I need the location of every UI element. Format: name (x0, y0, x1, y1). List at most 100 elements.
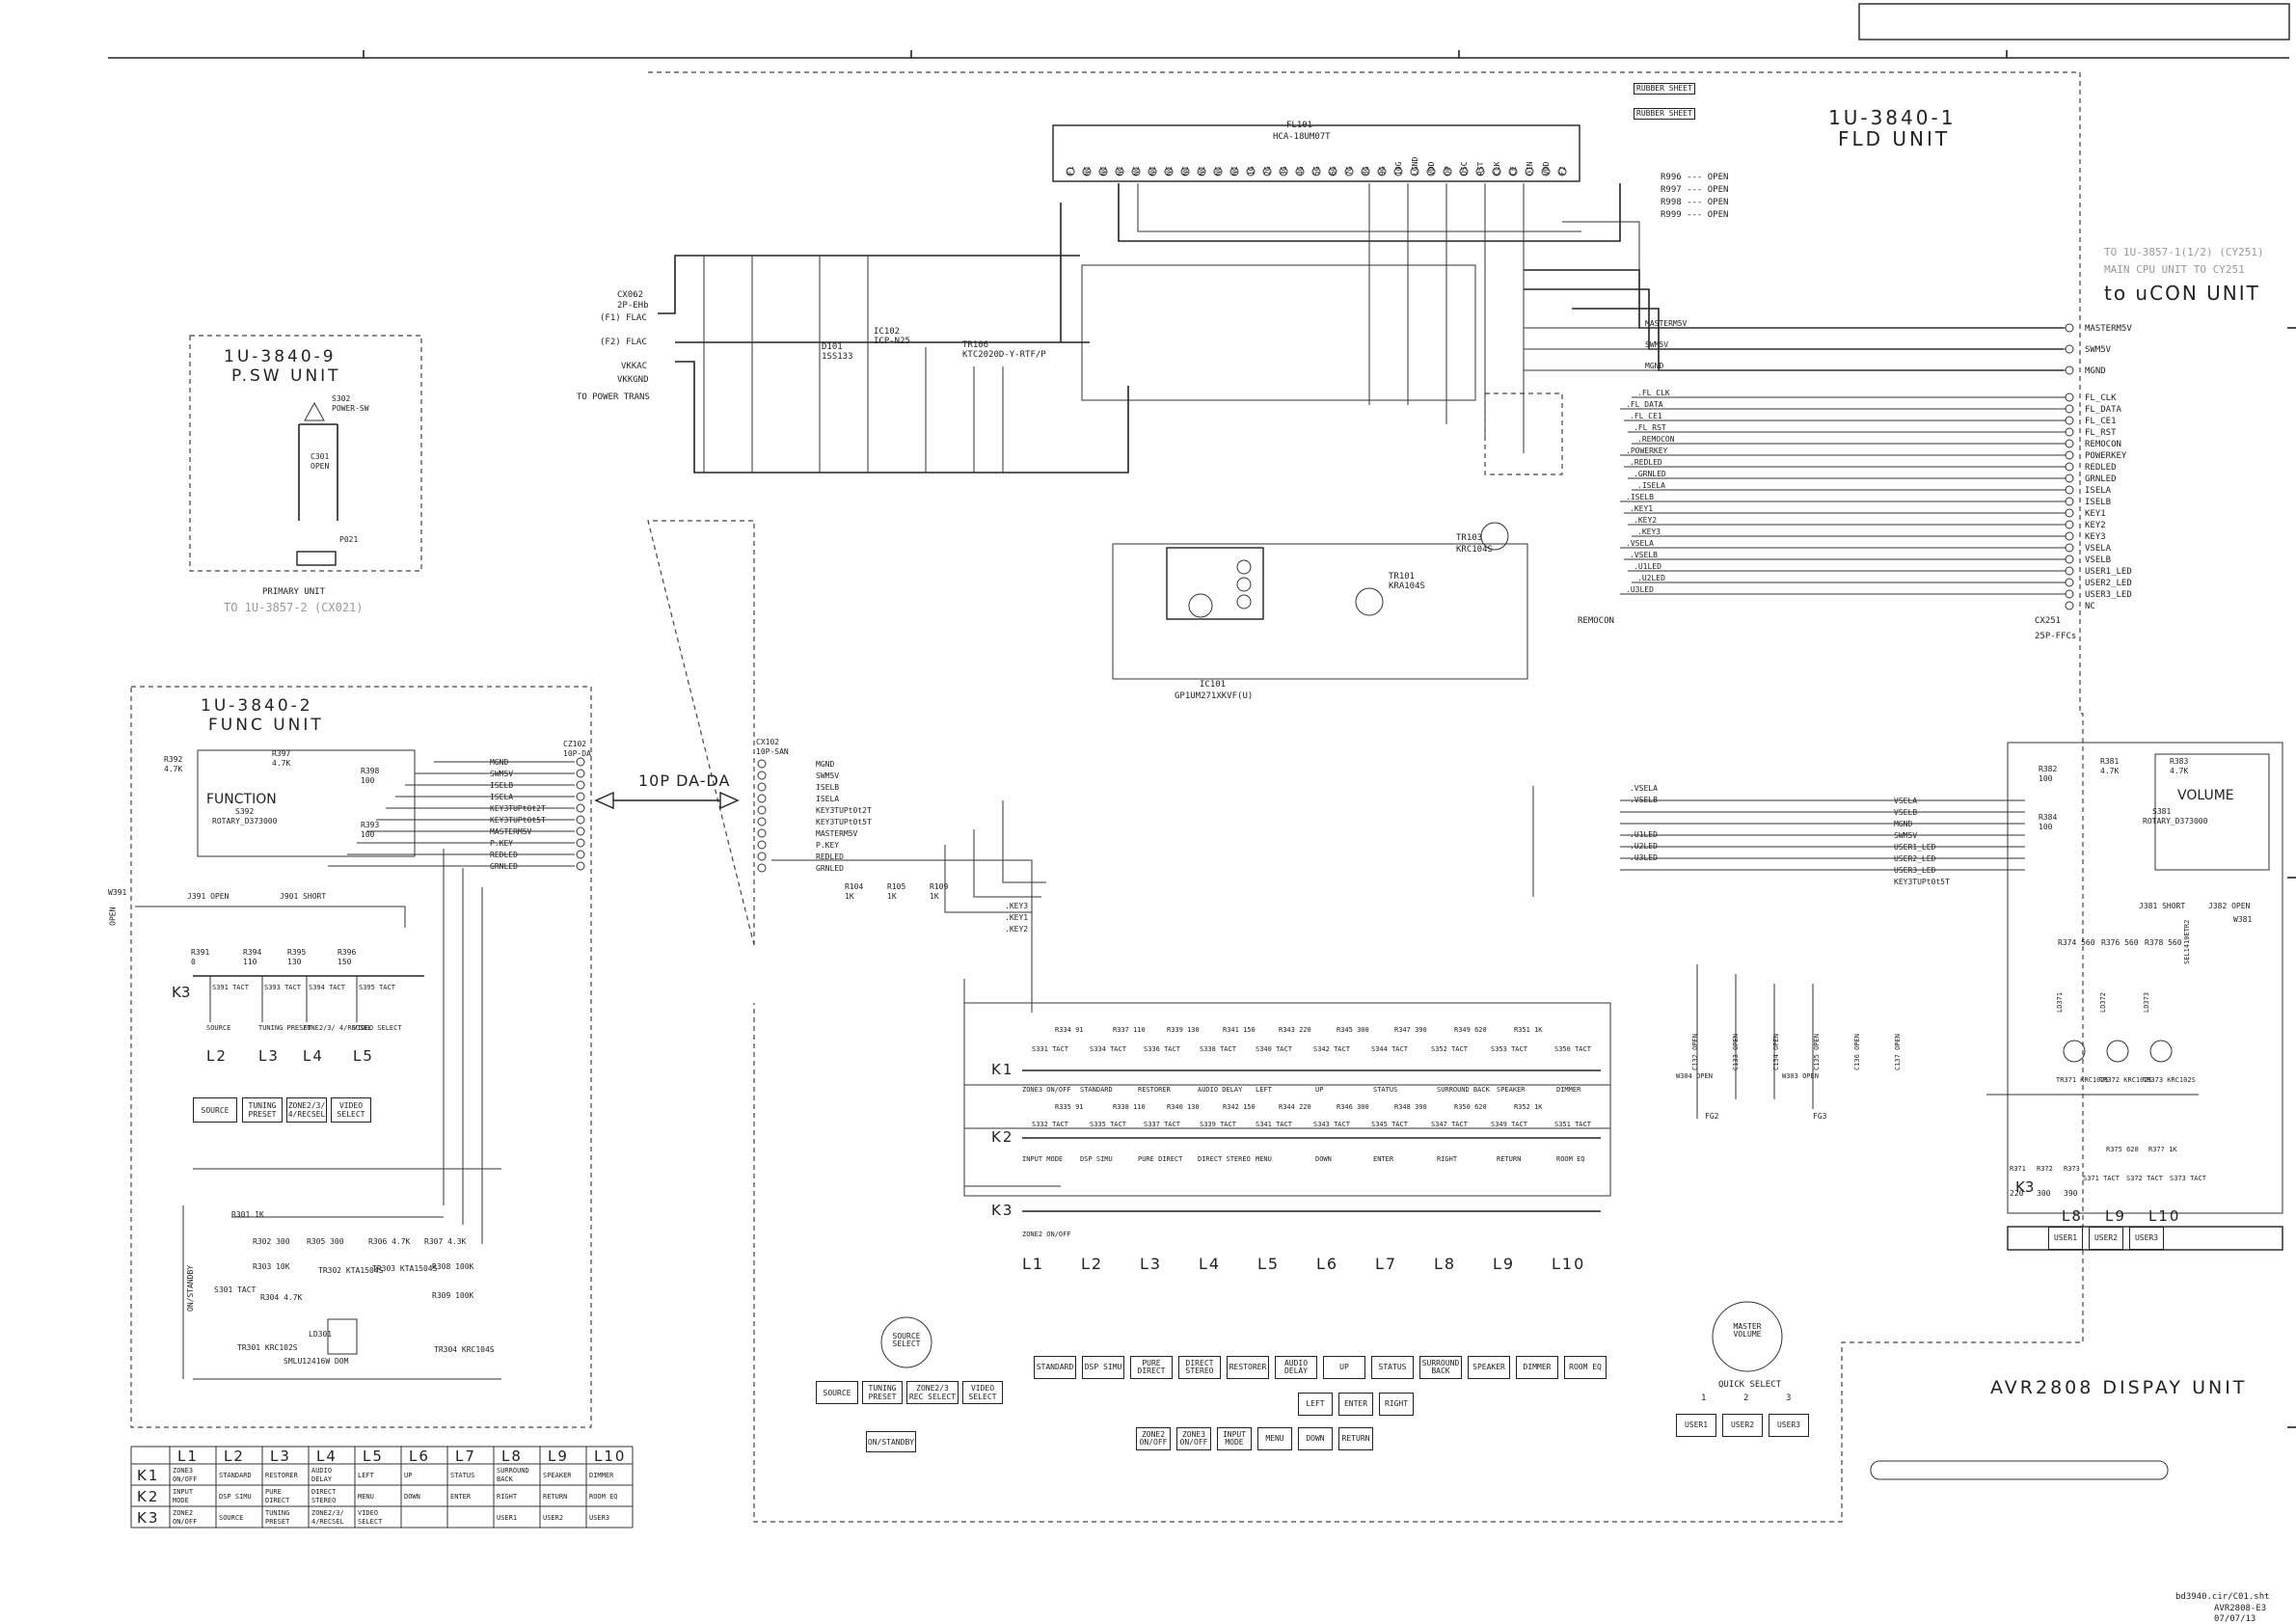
cx251-pin-label: FL_DATA (2085, 405, 2122, 415)
front-speaker-button[interactable]: SPEAKER (1468, 1356, 1510, 1379)
vol-pin-label: KEY3TUPt0t5T (1894, 878, 1950, 886)
table-cell: SPEAKER (543, 1472, 572, 1479)
k1-resistor: R334 91 (1055, 1026, 1084, 1034)
fg-label: W303 OPEN (1782, 1072, 1819, 1080)
k1-key-label: DIMMER (1556, 1086, 1581, 1094)
func-k3-key-label: TUNING PRESET (258, 1024, 312, 1032)
front-return-button[interactable]: RETURN (1338, 1427, 1373, 1450)
front-user1-button[interactable]: USER1 (1676, 1414, 1716, 1437)
front-right-button[interactable]: RIGHT (1379, 1393, 1414, 1416)
k2-switch: S343 TACT (1313, 1121, 1351, 1128)
table-cell: VIDEO (358, 1509, 378, 1517)
front-video-button[interactable]: VIDEO SELECT (962, 1381, 1003, 1404)
front-surround-back-button[interactable]: SURROUND BACK (1419, 1356, 1462, 1379)
on-standby-button[interactable]: ON/STANDBY (866, 1431, 916, 1452)
front-restorer-button[interactable]: RESTORER (1227, 1356, 1269, 1379)
front-user3-button[interactable]: USER3 (1769, 1414, 1809, 1437)
func-res-ref: R392 (164, 755, 182, 764)
front-zone2-on-off-button[interactable]: ZONE2 ON/OFF (1136, 1427, 1171, 1450)
table-cell: 4/RECSEL (311, 1518, 344, 1526)
vol-pin-label: USER1_LED (1894, 843, 1936, 852)
table-row-header: K3 (137, 1509, 159, 1527)
source-select-knob[interactable] (880, 1316, 932, 1368)
k1-key-label: ZONE3 ON/OFF (1022, 1086, 1071, 1094)
master-volume-knob[interactable] (1712, 1301, 1783, 1372)
front-standard-button[interactable]: STANDARD (1034, 1356, 1076, 1379)
front-menu-button[interactable]: MENU (1257, 1427, 1292, 1450)
table-cell: LEFT (358, 1472, 375, 1479)
func-part-label: S301 TACT (214, 1286, 257, 1294)
fl-pin-label: 5G (1312, 166, 1321, 176)
volume-user3-button[interactable]: USER3 (2129, 1227, 2164, 1250)
k1-switch: S350 TACT (1554, 1045, 1592, 1053)
func-part-label: R309 100K (432, 1291, 474, 1300)
fl-pin-label: NC (1165, 166, 1174, 176)
table-cell: INPUT (173, 1488, 194, 1496)
front-tuning-button[interactable]: TUNING PRESET (862, 1381, 903, 1404)
ir-receiver (1166, 522, 1509, 620)
front-room-eq-button[interactable]: ROOM EQ (1564, 1356, 1607, 1379)
front-down-button[interactable]: DOWN (1298, 1427, 1333, 1450)
k2-switch: S339 TACT (1200, 1121, 1237, 1128)
front-user2-button[interactable]: USER2 (1722, 1414, 1763, 1437)
table-col-header: L10 (594, 1448, 626, 1465)
fl-pin-label: 8G (1362, 166, 1370, 176)
cx251-pin-label: VSELA (2085, 544, 2112, 554)
func-res-val: 4.7K (272, 759, 290, 768)
func-part-label: R308 100K (432, 1262, 474, 1271)
cx102-pin-label: KEY3TUPt0t5T (816, 818, 872, 826)
fl-pin (1361, 167, 1370, 176)
cx102-pin-label: SWM5V (816, 771, 839, 780)
front-dimmer-button[interactable]: DIMMER (1516, 1356, 1558, 1379)
table-cell: PRESET (265, 1518, 290, 1526)
func-k3-switch: S394 TACT (309, 984, 346, 991)
table-cell: PURE (265, 1488, 282, 1496)
vol-pin-label: MGND (1894, 820, 1912, 828)
table-cell: DIRECT (311, 1488, 337, 1496)
cz102-pin-label: KEY3TUPt0t5T (490, 816, 546, 825)
vol-led: LD373 (2143, 992, 2150, 1013)
front-status-button[interactable]: STATUS (1371, 1356, 1414, 1379)
cz102-pin (576, 780, 585, 790)
cx102-res-val: 1K (845, 892, 854, 901)
front-pure-direct-button[interactable]: PURE DIRECT (1130, 1356, 1173, 1379)
table-cell: ZONE2/3/ (311, 1509, 344, 1517)
front-audio-delay-button[interactable]: AUDIO DELAY (1275, 1356, 1317, 1379)
cz102-pin-label: MGND (490, 758, 508, 767)
mid-cap: C133 OPEN (1732, 1034, 1740, 1070)
front-zone-button[interactable]: ZONE2/3 REC SELECT (906, 1381, 959, 1404)
front-up-button[interactable]: UP (1323, 1356, 1365, 1379)
front-direct-stereo-button[interactable]: DIRECT STEREO (1178, 1356, 1221, 1379)
func-part-label: LD301 (309, 1330, 332, 1339)
table-cell: STEREO (311, 1497, 336, 1504)
func-part-label: TR304 KRC104S (434, 1345, 495, 1354)
volume-user1-button[interactable]: USER1 (2048, 1227, 2083, 1250)
front-source-button[interactable]: SOURCE (816, 1381, 858, 1404)
table-col-header: L7 (455, 1448, 476, 1465)
func-internals (135, 749, 575, 1380)
front-enter-button[interactable]: ENTER (1338, 1393, 1373, 1416)
cx102-pin-label: GRNLED (816, 864, 844, 873)
func-zone-button[interactable]: ZONE2/3/ 4/RECSEL (286, 1097, 327, 1123)
func-video-button[interactable]: VIDEO SELECT (331, 1097, 371, 1123)
k1-resistor: R345 300 (1337, 1026, 1369, 1034)
fl-pin (1492, 167, 1501, 176)
vol-led-res: R374 560 (2058, 938, 2095, 947)
vol-pin-label: VSELA (1894, 797, 1917, 805)
front-dsp-simu-button[interactable]: DSP SIMU (1082, 1356, 1124, 1379)
front-left-button[interactable]: LEFT (1298, 1393, 1333, 1416)
func-source-button[interactable]: SOURCE (193, 1097, 237, 1123)
fl-pin (1410, 167, 1419, 176)
func-tuning-button[interactable]: TUNING PRESET (242, 1097, 283, 1123)
front-zone3-on-off-button[interactable]: ZONE3 ON/OFF (1176, 1427, 1211, 1450)
table-col-header: L3 (270, 1448, 291, 1465)
fl-pin (1115, 167, 1124, 176)
fl-pin-label: NC (1198, 166, 1206, 176)
volume-user2-button[interactable]: USER2 (2089, 1227, 2123, 1250)
cz102-pin (576, 757, 585, 767)
k1-key-label: AUDIO DELAY (1198, 1086, 1243, 1094)
func-k3-res-ref: R394 (243, 948, 261, 957)
front-input-mode-button[interactable]: INPUT MODE (1217, 1427, 1252, 1450)
